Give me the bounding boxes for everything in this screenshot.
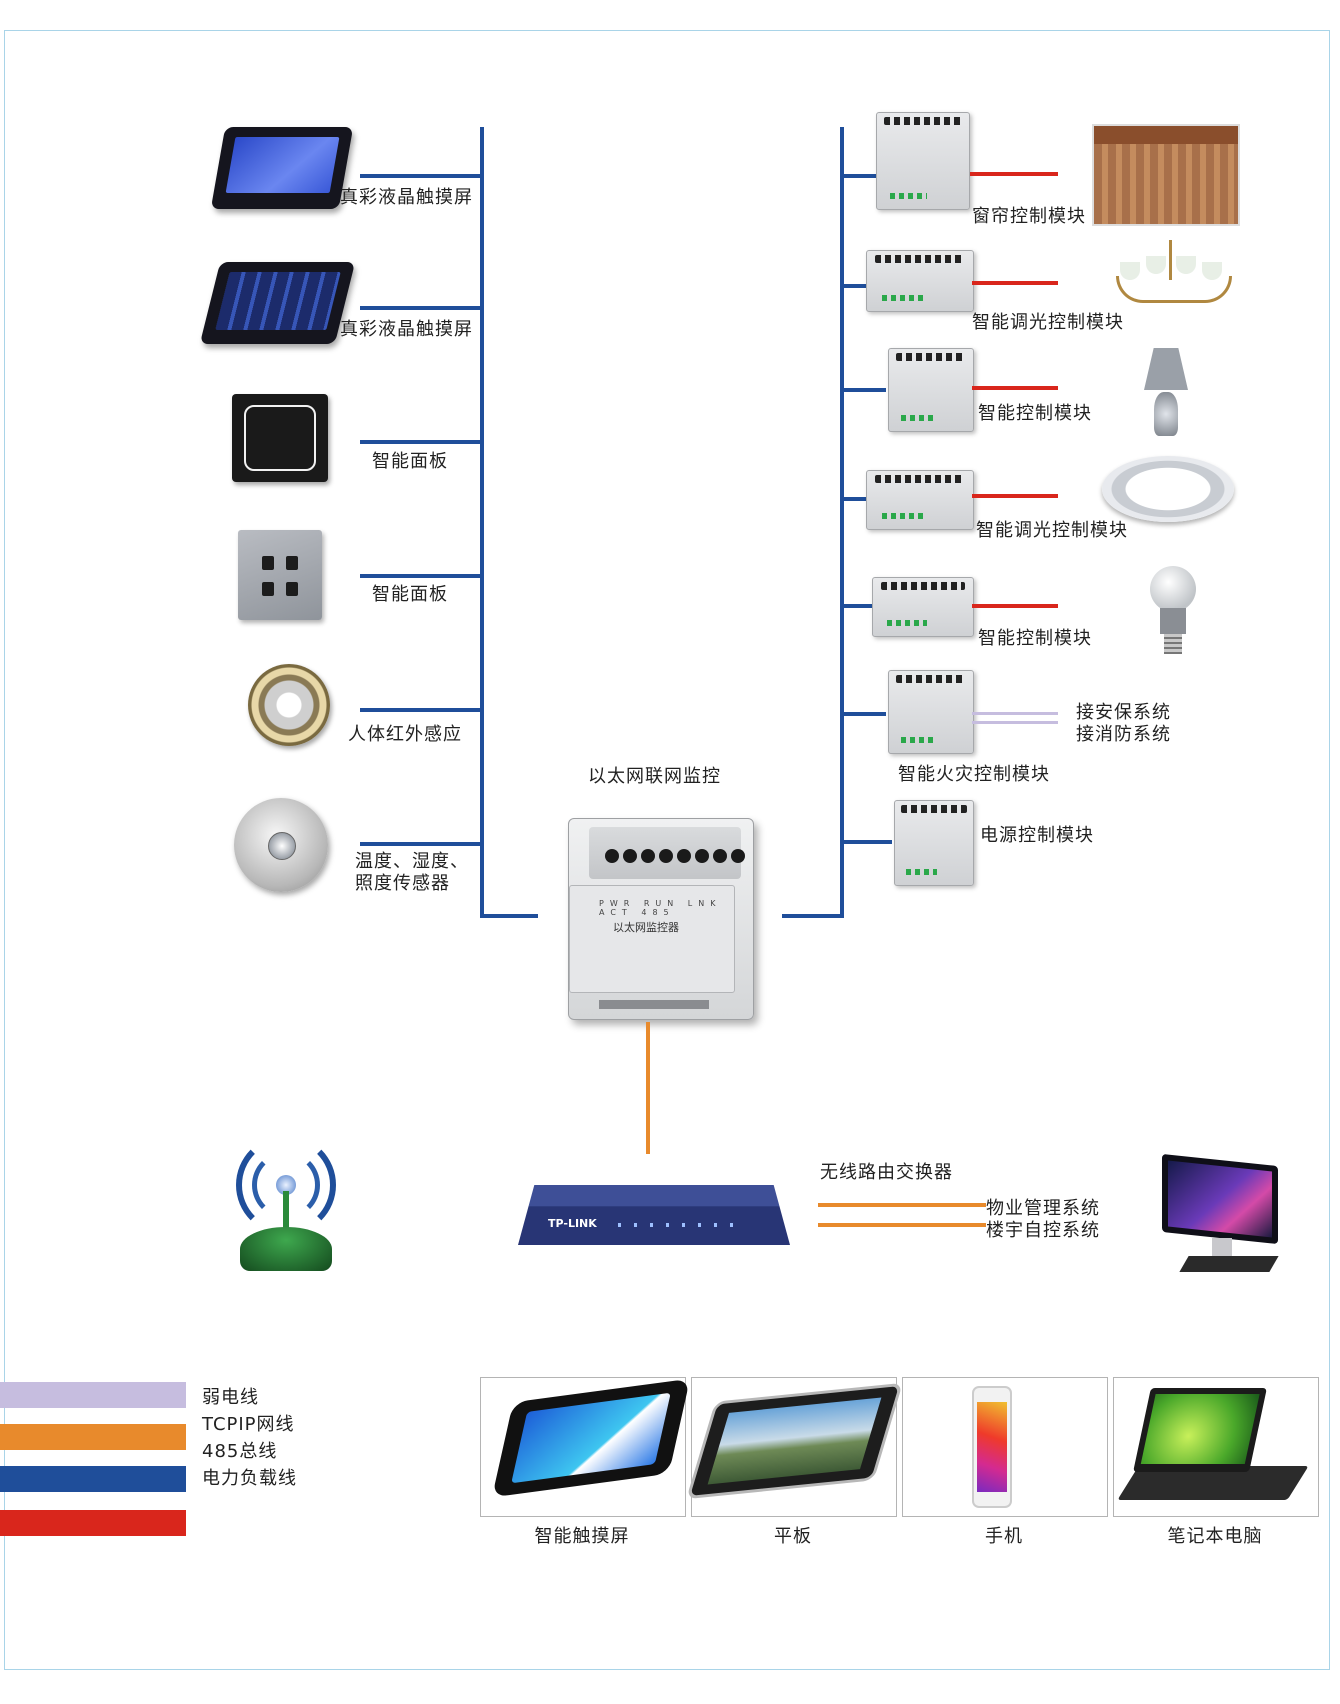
right-label-5: 智能控制模块 — [978, 628, 1092, 649]
dimmer-module-icon — [866, 470, 974, 530]
left-branch-4 — [360, 574, 482, 578]
right-branch-6 — [840, 712, 886, 716]
left-branch-6 — [360, 842, 482, 846]
fire-module-icon — [888, 670, 974, 754]
right-label-1: 窗帘控制模块 — [972, 206, 1086, 227]
power-module-icon — [894, 800, 974, 886]
legend-label-4: 电力负载线 — [202, 1468, 297, 1489]
wireless-antenna-icon — [236, 1135, 336, 1275]
terminal-label-2: 平板 — [774, 1526, 812, 1547]
right-label-3: 智能控制模块 — [978, 403, 1092, 424]
controller-device-name: 以太网监控器 — [613, 921, 679, 934]
laptop-icon — [1117, 1388, 1309, 1504]
left-label-5: 人体红外感应 — [348, 724, 462, 745]
router-label: 无线路由交换器 — [820, 1162, 953, 1183]
right-bus-vertical — [840, 127, 844, 917]
left-label-6b: 照度传感器 — [355, 873, 450, 894]
tcpip-router-mgmt-1 — [818, 1203, 986, 1207]
load-line-2 — [972, 281, 1058, 285]
table-lamp-icon — [1136, 348, 1196, 440]
load-line-3 — [972, 386, 1058, 390]
legend-swatch-tcpip — [0, 1424, 186, 1450]
touchscreen-icon — [199, 262, 356, 344]
left-label-1: 真彩液晶触摸屏 — [340, 187, 473, 208]
right-branch-7 — [840, 840, 892, 844]
left-label-6a: 温度、湿度、 — [355, 851, 469, 872]
right-label-2: 智能调光控制模块 — [972, 312, 1124, 333]
router-icon: TP-LINK — [518, 1185, 790, 1245]
smart-panel-icon — [232, 394, 328, 482]
weak-line-2 — [972, 721, 1058, 724]
right-label-6: 智能火灾控制模块 — [898, 764, 1050, 785]
terminal-label-1: 智能触摸屏 — [534, 1526, 630, 1547]
controller-led-labels: PWR RUN LNK ACT 485 — [599, 899, 722, 917]
terminal-label-4: 笔记本电脑 — [1167, 1526, 1263, 1547]
load-line-5 — [972, 604, 1058, 608]
left-branch-1 — [360, 174, 482, 178]
right-branch-1 — [840, 174, 876, 178]
router-link-1: 物业管理系统 — [986, 1198, 1100, 1219]
fire-link-1: 接安保系统 — [1076, 702, 1171, 723]
router-brand: TP-LINK — [548, 1217, 597, 1230]
right-branch-5 — [840, 604, 878, 608]
right-label-4: 智能调光控制模块 — [976, 520, 1128, 541]
load-line-1 — [970, 172, 1058, 176]
right-branch-3 — [840, 388, 886, 392]
touchscreen-icon — [210, 127, 354, 209]
weak-line-1 — [972, 712, 1058, 715]
control-module-icon — [888, 348, 974, 432]
legend-label-2: TCPIP网线 — [202, 1414, 295, 1435]
legend-label-3: 485总线 — [202, 1441, 278, 1462]
environment-sensor-icon — [234, 798, 328, 892]
right-branch-4 — [840, 497, 878, 501]
curtain-module-icon — [876, 112, 970, 210]
right-branch-2 — [840, 284, 878, 288]
left-branch-2 — [360, 306, 482, 310]
chandelier-icon — [1116, 240, 1232, 326]
ceiling-light-icon — [1102, 456, 1234, 522]
tcpip-router-mgmt-2 — [818, 1223, 986, 1227]
right-label-7: 电源控制模块 — [980, 825, 1094, 846]
ethernet-controller-icon: PWR RUN LNK ACT 485 以太网监控器 — [568, 818, 754, 1020]
left-bus-to-controller — [480, 914, 538, 918]
legend-swatch-485 — [0, 1466, 186, 1492]
diagram-frame — [4, 30, 1330, 1670]
right-bus-to-controller — [782, 914, 844, 918]
smart-panel-icon — [238, 530, 322, 620]
legend-label-1: 弱电线 — [202, 1387, 259, 1408]
left-label-3: 智能面板 — [372, 451, 448, 472]
curtain-icon — [1092, 124, 1240, 226]
terminal-label-3: 手机 — [985, 1526, 1023, 1547]
left-bus-vertical — [480, 127, 484, 917]
load-line-4 — [972, 494, 1058, 498]
left-branch-5 — [360, 708, 482, 712]
left-label-2: 真彩液晶触摸屏 — [340, 319, 473, 340]
bulb-icon — [1150, 566, 1196, 658]
fire-link-2: 接消防系统 — [1076, 724, 1171, 745]
legend-swatch-weak-current — [0, 1382, 186, 1408]
dimmer-module-icon — [866, 250, 974, 312]
control-module-icon — [872, 577, 974, 637]
left-branch-3 — [360, 440, 482, 444]
left-label-4: 智能面板 — [372, 584, 448, 605]
controller-title: 以太网联网监控 — [588, 766, 721, 787]
router-link-2: 楼宇自控系统 — [986, 1220, 1100, 1241]
desktop-computer-icon — [1156, 1153, 1288, 1290]
phone-icon — [972, 1386, 1012, 1508]
tcpip-controller-router — [646, 1022, 650, 1154]
legend-swatch-power — [0, 1510, 186, 1536]
pir-sensor-icon — [248, 664, 330, 746]
